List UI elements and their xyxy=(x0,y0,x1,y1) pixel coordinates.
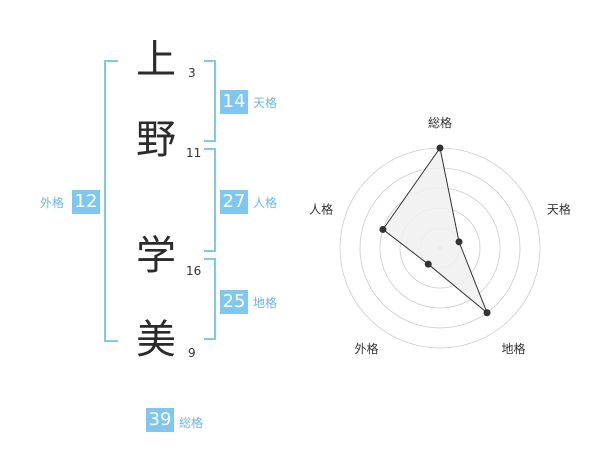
jinkaku-bracket xyxy=(204,148,216,252)
name-char-2: 野 xyxy=(136,117,176,163)
tenkaku-bracket xyxy=(204,60,216,142)
radar-point-3 xyxy=(483,309,491,317)
gaikaku-label: 外格 xyxy=(40,196,65,210)
chikaku-label: 地格 xyxy=(253,296,278,310)
stroke-count-1: 3 xyxy=(188,66,196,80)
radar-point-2 xyxy=(455,238,463,246)
chikaku-bracket xyxy=(204,258,216,340)
jinkaku-label: 人格 xyxy=(253,196,278,210)
tenkaku-label: 天格 xyxy=(253,96,278,110)
radar-point-1 xyxy=(436,144,444,152)
name-char-4: 美 xyxy=(136,317,176,363)
soukaku-label: 総格 xyxy=(179,416,204,430)
radar-axis-label-3: 地格 xyxy=(501,341,525,356)
radar-series-polygon xyxy=(382,146,488,314)
stroke-count-2: 11 xyxy=(186,146,202,160)
radar-axis-label-5: 人格 xyxy=(309,201,333,216)
name-char-3: 学 xyxy=(136,233,176,279)
radar-axis-label-1: 総格 xyxy=(428,115,452,130)
tenkaku-value: 14 xyxy=(220,90,248,114)
gaikaku-bracket xyxy=(104,60,118,342)
radar-point-5 xyxy=(379,225,387,233)
gaikaku-value: 12 xyxy=(72,190,100,214)
soukaku-value: 39 xyxy=(146,408,174,432)
stroke-count-3: 16 xyxy=(186,264,202,278)
radar-axis-label-4: 外格 xyxy=(355,341,379,356)
chikaku-value: 25 xyxy=(220,290,248,314)
stroke-count-4: 9 xyxy=(188,346,196,360)
name-char-1: 上 xyxy=(136,37,176,83)
radar-point-4 xyxy=(424,260,432,268)
jinkaku-value: 27 xyxy=(220,190,248,214)
radar-axis-label-2: 天格 xyxy=(547,201,571,216)
